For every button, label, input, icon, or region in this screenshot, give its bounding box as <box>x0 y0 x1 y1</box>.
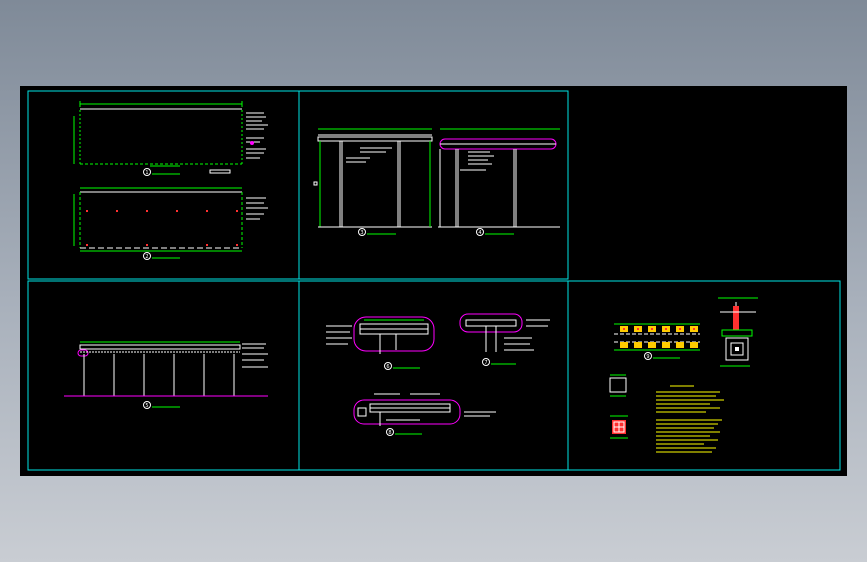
elevation-front: 3 <box>313 128 433 236</box>
cad-model-viewport[interactable]: 1 <box>20 86 847 476</box>
view-mark-8-label: 8 <box>388 430 391 436</box>
view-mark-4-label: 4 <box>478 230 481 236</box>
elevation-long: 5 <box>64 341 268 409</box>
sheet-frame-top-middle[interactable] <box>298 90 569 280</box>
view-mark-2 <box>143 252 151 260</box>
view-mark-9-label: 9 <box>646 354 649 360</box>
view-mark-2-label: 2 <box>145 254 148 260</box>
foundation-plan: 9 <box>614 323 700 360</box>
column-base-details <box>609 374 628 439</box>
plan-view-columns: 2 <box>73 187 268 260</box>
view-mark-3 <box>358 228 366 236</box>
view-mark-6 <box>384 362 392 370</box>
view-mark-5 <box>143 401 151 409</box>
view-mark-9 <box>644 352 652 360</box>
plan-view-roof: 1 <box>73 101 268 176</box>
view-mark-7 <box>482 358 490 366</box>
view-mark-5-label: 5 <box>145 403 148 409</box>
view-mark-7-label: 7 <box>484 360 487 366</box>
view-mark-8 <box>386 428 394 436</box>
view-mark-3-label: 3 <box>360 230 363 236</box>
elevation-side: 4 <box>438 128 560 236</box>
sheet-frame-bottom-middle[interactable] <box>298 280 569 471</box>
view-mark-1 <box>143 168 151 176</box>
sheet-frame-bottom-right[interactable] <box>567 280 841 471</box>
footing-section-detail <box>718 297 758 367</box>
detail-connection-2: 7 <box>459 313 550 366</box>
detail-connection-1: 6 <box>326 316 435 370</box>
view-mark-6-label: 6 <box>386 364 389 370</box>
sheet-frames <box>27 90 841 471</box>
sheet-frame-bottom-left[interactable] <box>27 280 300 471</box>
cad-drawing-canvas[interactable]: 1 <box>20 86 847 476</box>
view-mark-4 <box>476 228 484 236</box>
detail-connection-3: 8 <box>353 393 496 436</box>
view-mark-1-label: 1 <box>145 170 148 176</box>
general-notes <box>656 385 724 453</box>
